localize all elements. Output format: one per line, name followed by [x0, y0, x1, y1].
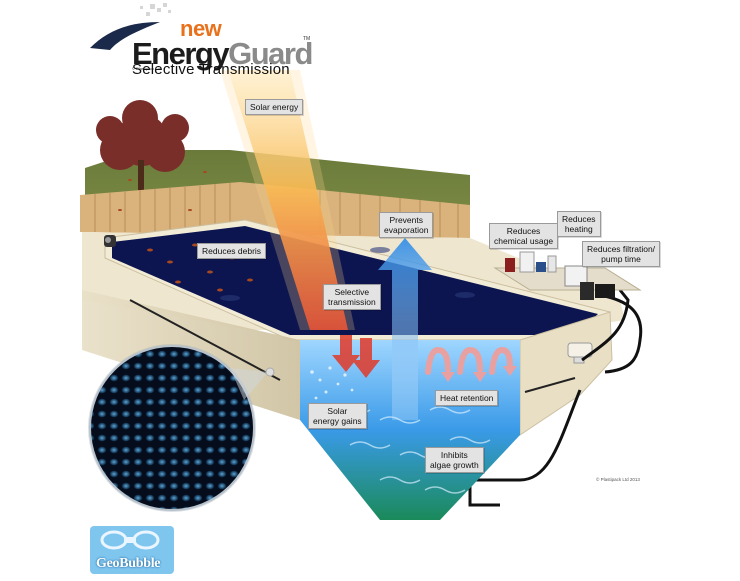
label-prevents-evaporation: Prevents evaporation: [379, 212, 434, 238]
brand-new-word: new: [180, 16, 222, 41]
solar-beam: [228, 70, 348, 330]
pump-pipe-2: [599, 293, 643, 374]
pipe-left: [129, 299, 281, 381]
cover-sheen: [220, 247, 475, 301]
label-prevents-evaporation-line1: Prevents: [389, 215, 423, 225]
geobubble-logo-graphic: [90, 526, 174, 574]
brand-name-energy: Energy: [132, 36, 230, 71]
label-reduces-heating: Reduces heating: [557, 211, 601, 237]
label-selective-transmission-line1: Selective: [334, 287, 370, 297]
label-solar-energy-text: Solar energy: [250, 102, 299, 112]
label-prevents-evaporation-line2: evaporation: [384, 225, 429, 235]
label-inhibits-algae-line1: Inhibits: [440, 450, 468, 460]
label-reduces-debris: Reduces debris: [197, 243, 267, 259]
label-reduces-heating-line2: heating: [564, 224, 593, 234]
brand-registered: © Plastipack Ltd: [132, 66, 161, 71]
label-reduces-chemical-line1: Reduces: [506, 226, 541, 236]
red-transmission-arrows: [332, 335, 380, 378]
label-reduces-filtration-line1: Reduces filtration/: [587, 244, 656, 254]
label-heat-retention-text: Heat retention: [440, 393, 494, 403]
pump-unit: [580, 282, 615, 300]
copyright-notice: © Plastipack Ltd 2013: [596, 477, 640, 482]
label-selective-transmission-line2: transmission: [328, 297, 376, 307]
pump-pipe: [468, 289, 630, 507]
brand-swoosh: [90, 3, 171, 50]
heat-retention-arrowheads: [441, 366, 517, 382]
magnified-bubble-material: [88, 344, 268, 512]
geobubble-logo: GeoBubble: [90, 526, 174, 574]
heater-unit: [564, 265, 588, 287]
cover-roller: [104, 235, 116, 247]
label-inhibits-algae-line2: algae growth: [430, 460, 479, 470]
brand-name-guard: Guard: [228, 36, 313, 71]
label-reduces-filtration: Reduces filtration/ pump time: [582, 241, 661, 267]
label-solar-gains-line2: energy gains: [313, 416, 362, 426]
label-reduces-chemical-line2: chemical usage: [494, 236, 554, 246]
tree-illustration: [96, 100, 189, 190]
label-solar-gains-line1: Solar: [327, 406, 348, 416]
chemical-bottles: [505, 251, 557, 273]
label-reduces-chemical: Reduces chemical usage: [489, 223, 559, 249]
bubbles-under-cover: [310, 366, 354, 400]
brand-trademark: TM: [303, 36, 311, 42]
label-reduces-filtration-line2: pump time: [601, 254, 641, 264]
label-heat-retention: Heat retention: [435, 390, 499, 406]
label-selective-transmission: Selective transmission: [323, 284, 381, 310]
magnifier-anchor: [265, 367, 275, 377]
brand-tagline: Selective Transmission: [132, 61, 290, 78]
solar-beam-glow: [220, 70, 355, 330]
evaporation-arrow: [378, 238, 432, 420]
brand-name: EnergyGuard: [132, 36, 313, 72]
water-cutaway: [300, 340, 520, 520]
label-solar-energy: Solar energy: [245, 99, 304, 115]
geobubble-wordmark: GeoBubble: [96, 556, 161, 571]
label-inhibits-algae: Inhibits algae growth: [425, 447, 484, 473]
pipe-right: [524, 377, 576, 393]
label-reduces-debris-text: Reduces debris: [202, 246, 262, 256]
label-solar-energy-gains: Solar energy gains: [308, 403, 367, 429]
energyguard-logo: new EnergyGuard TM © Plastipack Ltd Sele…: [92, 14, 332, 84]
label-reduces-heating-line1: Reduces: [562, 214, 596, 224]
heat-retention-arrows: [425, 346, 513, 375]
